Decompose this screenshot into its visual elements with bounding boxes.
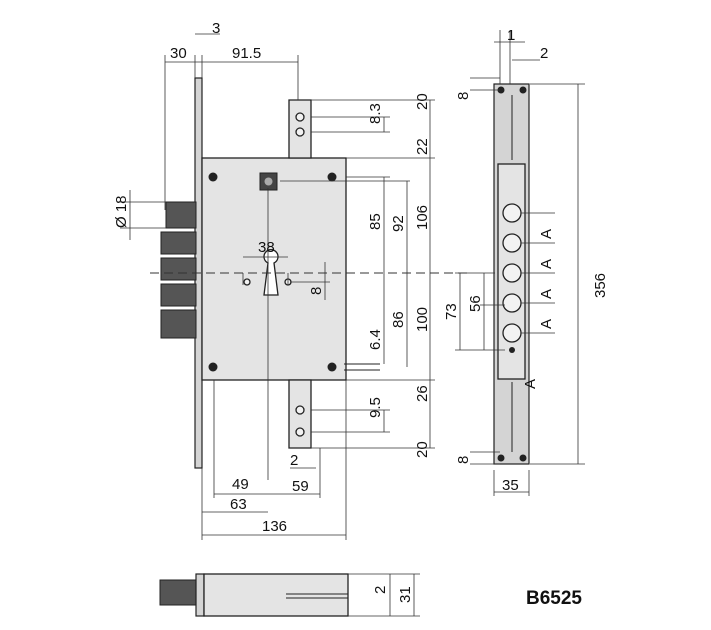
screw-icon	[327, 172, 337, 182]
dim-59: 59	[292, 478, 309, 495]
bolt-head-2	[502, 233, 522, 253]
dim-a-2: A	[538, 259, 555, 269]
screw-icon	[208, 172, 218, 182]
dim-63: 63	[230, 496, 247, 513]
dim-2-bottom: 2	[372, 586, 389, 594]
bracket-hole-2	[295, 127, 305, 137]
dim-26: 26	[414, 385, 431, 402]
bolt-2	[160, 257, 197, 281]
bolt-head-3	[502, 263, 522, 283]
bolt-1	[160, 231, 197, 255]
dim-100: 100	[414, 307, 431, 332]
dim-20-bottom: 20	[414, 441, 431, 458]
dim-a-3: A	[538, 289, 555, 299]
dim-d18: Ø 18	[113, 195, 130, 228]
dim-2-mid: 2	[290, 452, 298, 469]
dim-30: 30	[170, 45, 187, 62]
dim-a-4: A	[538, 319, 555, 329]
dim-136: 136	[262, 518, 287, 535]
dim-8-3: 8.3	[367, 103, 384, 124]
dim-85: 85	[367, 213, 384, 230]
bolt-upper	[165, 201, 197, 229]
dim-9-5: 9.5	[367, 397, 384, 418]
dim-73: 73	[443, 303, 460, 320]
dim-a-1: A	[538, 229, 555, 239]
dim-49: 49	[232, 476, 249, 493]
dim-2-top: 2	[540, 45, 548, 62]
bolt-head-1	[502, 203, 522, 223]
dim-86: 86	[390, 311, 407, 328]
bottom-body	[203, 573, 349, 617]
dim-35: 35	[502, 477, 519, 494]
dim-38: 38	[258, 239, 275, 256]
dim-8-mid: 8	[308, 287, 325, 295]
screw-icon	[519, 454, 527, 462]
bracket-hole-3	[295, 405, 305, 415]
dim-356: 356	[592, 273, 609, 298]
dim-1: 1	[507, 27, 515, 44]
screw-icon	[519, 86, 527, 94]
bottom-faceplate	[195, 573, 205, 617]
dim-22: 22	[414, 138, 431, 155]
keyhole-icon	[263, 249, 279, 296]
dim-20-top: 20	[414, 93, 431, 110]
bolt-3	[160, 283, 197, 307]
dim-a-5: A	[522, 379, 539, 389]
dim-3: 3	[212, 20, 220, 37]
screw-icon	[497, 86, 505, 94]
screw-icon	[208, 362, 218, 372]
bolt-4	[160, 309, 197, 339]
dim-106: 106	[414, 205, 431, 230]
front-dimension-lines	[120, 33, 435, 540]
dim-6-4: 6.4	[367, 329, 384, 350]
bolt-head-5	[502, 323, 522, 343]
bracket-hole-4	[295, 427, 305, 437]
dim-91-5: 91.5	[232, 45, 261, 62]
bracket-hole-1	[295, 112, 305, 122]
spindle-center	[264, 177, 273, 186]
dim-92: 92	[390, 215, 407, 232]
model-code: B6525	[526, 588, 582, 609]
lock-front-view	[150, 77, 470, 480]
bolt-head-4	[502, 293, 522, 313]
screw-icon	[327, 362, 337, 372]
dim-31: 31	[397, 586, 414, 603]
dim-56: 56	[467, 295, 484, 312]
dim-8-top-right: 8	[455, 92, 472, 100]
dim-8-bottom-right: 8	[455, 456, 472, 464]
screw-icon	[497, 454, 505, 462]
lock-side-view	[455, 30, 585, 496]
lock-bottom-view	[159, 573, 420, 617]
cylinder-screw-left	[243, 278, 251, 286]
bottom-bolt	[159, 579, 197, 606]
